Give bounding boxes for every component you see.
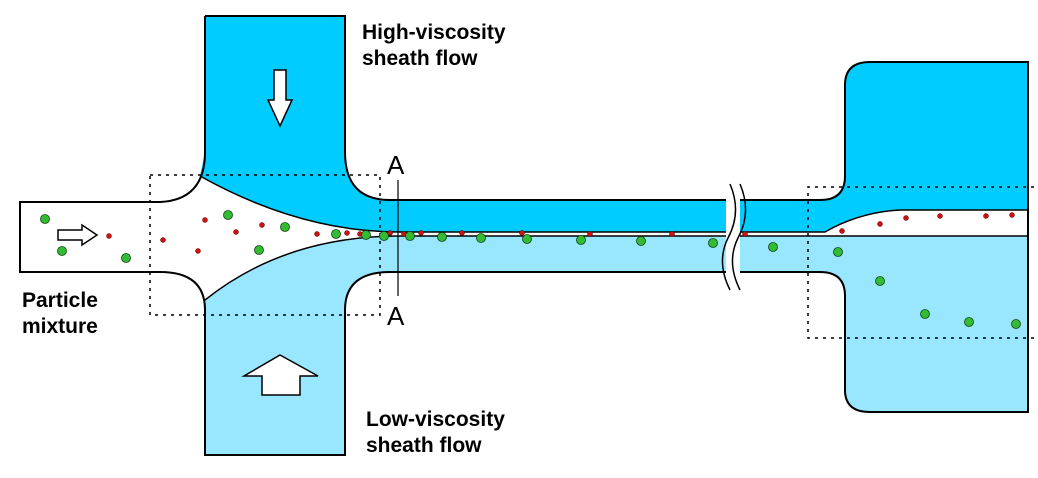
- section-label-top: A: [387, 150, 405, 180]
- high-viscosity-label: High-viscosity sheath flow: [362, 20, 506, 72]
- junction-outline: [205, 15, 740, 201]
- down-arrow-icon: [266, 69, 294, 128]
- large-particle: [875, 276, 885, 286]
- large-particle: [57, 246, 67, 256]
- small-particle: [202, 217, 208, 223]
- small-particle: [259, 222, 265, 228]
- large-particle: [361, 230, 371, 240]
- large-particle: [223, 210, 233, 220]
- high-viscosity-label-line1: High-viscosity: [362, 21, 506, 44]
- large-particle: [833, 247, 843, 257]
- small-particle: [983, 213, 989, 219]
- large-particle: [437, 232, 447, 242]
- particle-mixture-label-line1: Particle: [22, 289, 98, 312]
- high-viscosity-region: [200, 16, 740, 232]
- large-particle: [964, 317, 974, 327]
- small-particle: [839, 228, 845, 234]
- large-particle: [708, 238, 718, 248]
- channel-break-icon: [721, 183, 747, 291]
- small-particle: [587, 231, 593, 237]
- large-particles: [40, 210, 1021, 329]
- small-particle: [1009, 212, 1015, 218]
- large-particle: [254, 245, 264, 255]
- outlet-detail-box: [807, 186, 1034, 339]
- small-particle: [669, 231, 675, 237]
- particle-mixture-label: Particle mixture: [22, 288, 98, 340]
- small-particle: [195, 248, 201, 254]
- large-particle: [280, 222, 290, 232]
- large-particle: [121, 253, 131, 263]
- large-particle: [331, 229, 341, 239]
- large-particle: [476, 233, 486, 243]
- small-particle: [877, 221, 883, 227]
- large-particle: [768, 242, 778, 252]
- low-viscosity-region: [205, 236, 740, 455]
- low-viscosity-label-line1: Low-viscosity: [366, 408, 505, 431]
- large-particle: [379, 231, 389, 241]
- small-particle: [314, 231, 320, 237]
- high-viscosity-region-right: [728, 62, 1028, 232]
- small-particle: [742, 231, 748, 237]
- small-particles: [106, 212, 1015, 254]
- up-arrow-icon: [241, 354, 319, 396]
- large-particle: [1011, 319, 1021, 329]
- small-particle: [233, 229, 239, 235]
- small-particle: [106, 233, 112, 239]
- large-particle: [636, 236, 646, 246]
- large-particle: [40, 214, 50, 224]
- large-particle: [920, 309, 930, 319]
- small-particle: [903, 215, 909, 221]
- small-particle: [937, 213, 943, 219]
- large-particle: [522, 234, 532, 244]
- particle-inlet: [20, 176, 400, 300]
- large-particle: [576, 235, 586, 245]
- junction-detail-box: [149, 174, 381, 316]
- low-viscosity-label-line2: sheath flow: [366, 434, 482, 457]
- small-particle: [519, 230, 525, 236]
- particle-mixture-label-line2: mixture: [22, 315, 98, 338]
- small-particle: [344, 230, 350, 236]
- right-arrow-icon: [57, 223, 99, 247]
- large-particle: [405, 231, 415, 241]
- high-viscosity-label-line2: sheath flow: [362, 47, 478, 70]
- section-label-bottom: A: [387, 301, 405, 331]
- low-viscosity-label: Low-viscosity sheath flow: [366, 407, 505, 459]
- small-particle: [160, 237, 166, 243]
- small-particle: [418, 230, 424, 236]
- low-viscosity-region-right: [728, 236, 1028, 412]
- small-particle: [459, 230, 465, 236]
